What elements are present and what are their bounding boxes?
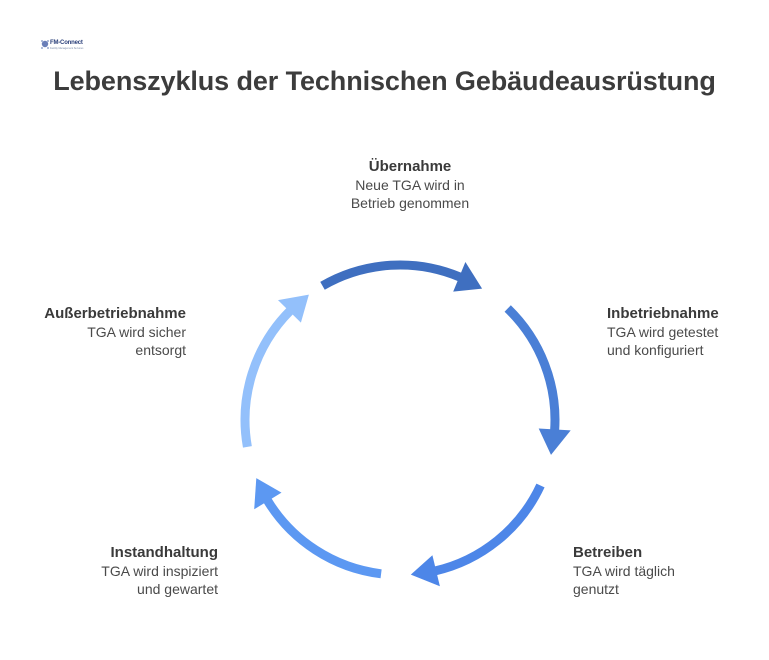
step-description-line: Neue TGA wird in: [355, 177, 465, 193]
arc-betreiben: [433, 483, 545, 576]
page-title: Lebenszyklus der Technischen Gebäudeausr…: [53, 66, 716, 96]
step-description-line: TGA wird inspiziert: [101, 563, 218, 579]
arc-ausserbetriebnahme-arrowhead-icon: [278, 294, 309, 323]
arc-inbetriebnahme: [504, 305, 560, 432]
arc-uebernahme-arrowhead-icon: [453, 262, 483, 292]
step-inbetriebnahme: Inbetriebnahme TGA wird getestet und kon…: [607, 304, 757, 359]
step-betreiben: Betreiben TGA wird täglich genutzt: [573, 543, 723, 598]
step-description-line: und konfiguriert: [607, 342, 704, 358]
step-title: Übernahme: [368, 158, 452, 175]
step-description-line: Betrieb genommen: [350, 195, 470, 211]
step-instandhaltung: Instandhaltung TGA wird inspiziert und g…: [40, 543, 218, 598]
step-uebernahme: Übernahme Neue TGA wird in Betrieb genom…: [310, 157, 510, 212]
arc-ausserbetriebnahme: [240, 307, 294, 448]
step-description-line: TGA wird getestet: [607, 324, 719, 340]
step-ausserbetriebnahme: Außerbetriebnahme TGA wird sicher entsor…: [20, 304, 186, 359]
step-description-line: TGA wird sicher: [87, 324, 186, 340]
arc-instandhaltung: [263, 497, 382, 579]
logo-mark-icon: [41, 40, 49, 49]
step-description-line: TGA wird täglich: [573, 563, 675, 579]
step-title: Außerbetriebnahme: [44, 305, 186, 322]
logo: FM-Connect Facility Management Services: [40, 38, 84, 52]
step-title: Instandhaltung: [110, 544, 219, 561]
step-description-line: entsorgt: [135, 342, 186, 358]
step-title: Inbetriebnahme: [607, 305, 719, 322]
arc-instandhaltung-arrowhead-icon: [254, 478, 282, 510]
arc-inbetriebnahme-arrowhead-icon: [538, 428, 571, 455]
step-description-line: und gewartet: [137, 581, 218, 597]
step-title: Betreiben: [573, 544, 643, 561]
arc-uebernahme: [320, 260, 463, 290]
logo-text: FM-Connect: [50, 40, 83, 46]
arc-betreiben-arrowhead-icon: [410, 555, 440, 587]
logo-tagline: Facility Management Services: [50, 47, 84, 50]
step-description-line: genutzt: [573, 581, 619, 597]
